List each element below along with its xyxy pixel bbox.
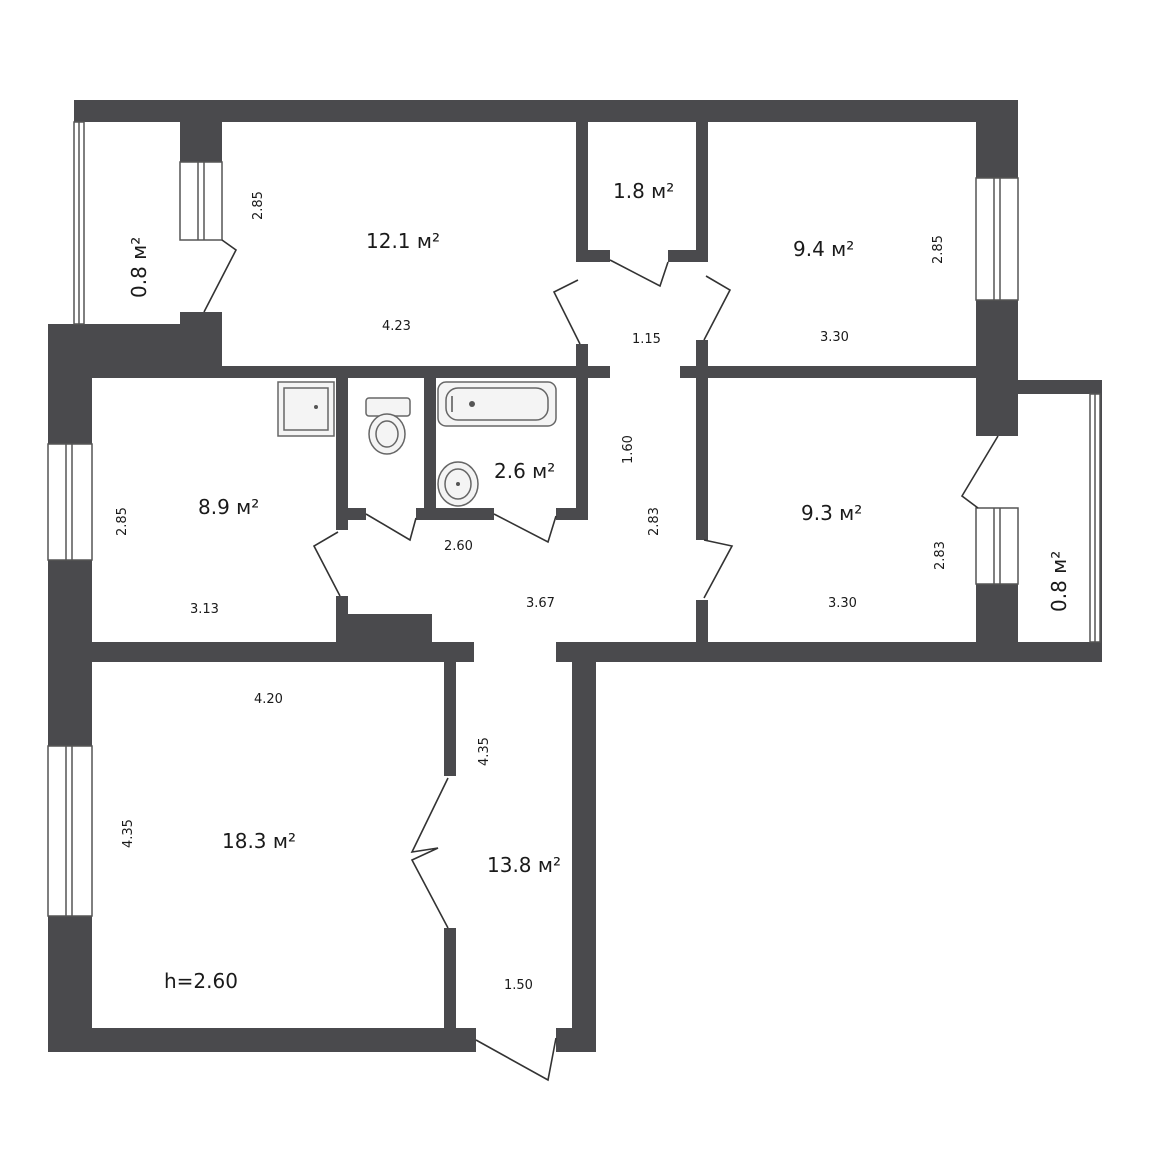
area-label-balcony-left: 0.8 м² xyxy=(127,237,151,298)
door-wc xyxy=(365,513,417,542)
door-room-mid-right xyxy=(703,539,734,599)
area-label-balcony-right: 0.8 м² xyxy=(1047,551,1071,612)
dim-corridor-top-width: 1.15 xyxy=(632,332,661,347)
area-label-living-room: 18.3 м² xyxy=(222,829,296,853)
window-top-right xyxy=(975,177,1019,301)
dim-living-room-width: 4.20 xyxy=(254,692,283,707)
doors xyxy=(203,239,999,1082)
area-label-bathroom: 2.6 м² xyxy=(494,459,555,483)
area-label-closet: 1.8 м² xyxy=(613,179,674,203)
ceiling-height-label: h=2.60 xyxy=(164,969,238,993)
dim-room-top-right-height: 2.85 xyxy=(931,235,946,264)
area-labels: 12.1 м² 1.8 м² 9.4 м² 8.9 м² 2.6 м² 9.3 … xyxy=(127,179,1071,877)
dimensions: 2.85 4.23 2.85 3.30 2.85 3.13 2.83 3.30 … xyxy=(115,191,948,993)
dim-hallway-width: 1.50 xyxy=(504,978,533,993)
window-top-left xyxy=(179,161,223,241)
dim-wc-bath-width: 2.60 xyxy=(444,539,473,554)
dim-kitchen-width: 3.13 xyxy=(190,602,219,617)
window-living-room xyxy=(47,745,93,917)
area-label-kitchen: 8.9 м² xyxy=(198,495,259,519)
dim-room-top-left-height: 2.85 xyxy=(251,191,266,220)
area-label-room-top-right: 9.4 м² xyxy=(793,237,854,261)
balcony-left-glazing xyxy=(73,121,85,325)
sink-icon xyxy=(277,381,335,437)
area-label-hallway: 13.8 м² xyxy=(487,853,561,877)
washbasin-icon xyxy=(437,461,479,507)
door-entrance xyxy=(475,1037,557,1082)
balcony-right-glazing xyxy=(1089,393,1101,643)
toilet-icon xyxy=(365,397,411,455)
dim-room-top-left-width: 4.23 xyxy=(382,319,411,334)
dim-corridor-width: 3.67 xyxy=(526,596,555,611)
door-balcony-right xyxy=(960,435,999,509)
dim-hallway-length: 4.35 xyxy=(477,737,492,766)
dim-kitchen-height: 2.85 xyxy=(115,507,130,536)
window-mid-right xyxy=(975,507,1019,585)
area-label-room-mid-right: 9.3 м² xyxy=(801,501,862,525)
door-room-top-left xyxy=(552,279,581,345)
dim-room-mid-right-height: 2.83 xyxy=(933,541,948,570)
door-bathroom xyxy=(493,513,557,544)
fixtures xyxy=(277,381,557,507)
walls xyxy=(48,100,1102,1052)
dim-corridor-upper-length: 1.60 xyxy=(621,435,636,464)
dim-room-top-right-width: 3.30 xyxy=(820,330,849,345)
door-living-room xyxy=(410,777,449,929)
door-room-top-right xyxy=(703,275,732,341)
window-kitchen xyxy=(47,443,93,561)
windows xyxy=(47,121,1101,917)
door-kitchen xyxy=(312,531,341,597)
bathtub-icon xyxy=(437,381,557,427)
dim-living-room-height: 4.35 xyxy=(121,819,136,848)
area-label-room-top-left: 12.1 м² xyxy=(366,229,440,253)
dim-corridor-lower-length: 2.83 xyxy=(647,507,662,536)
door-closet xyxy=(609,259,669,288)
dim-room-mid-right-width: 3.30 xyxy=(828,596,857,611)
door-balcony-left xyxy=(203,239,238,313)
